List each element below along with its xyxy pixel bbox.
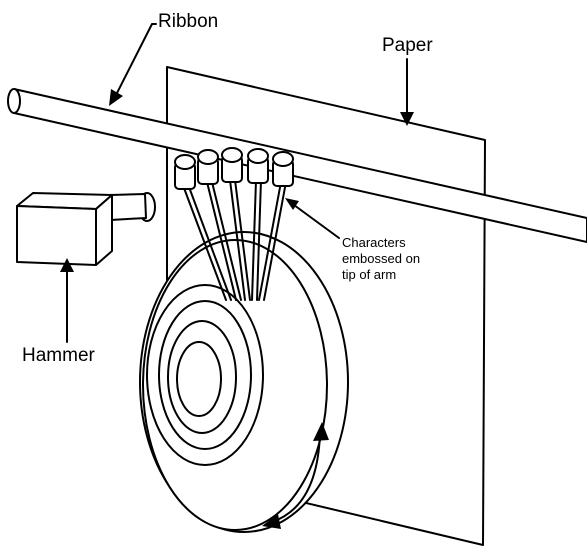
- leader-lines: [60, 23, 414, 343]
- hammer-label: Hammer: [22, 345, 95, 366]
- print-arms: [174, 147, 294, 301]
- characters-label: Characters embossed on tip of arm: [342, 235, 421, 282]
- paper-label: Paper: [382, 35, 433, 56]
- ribbon-bar: [7, 88, 587, 243]
- ribbon-label: Ribbon: [158, 11, 219, 32]
- print-wheel: [139, 231, 349, 533]
- hammer: [16, 192, 156, 266]
